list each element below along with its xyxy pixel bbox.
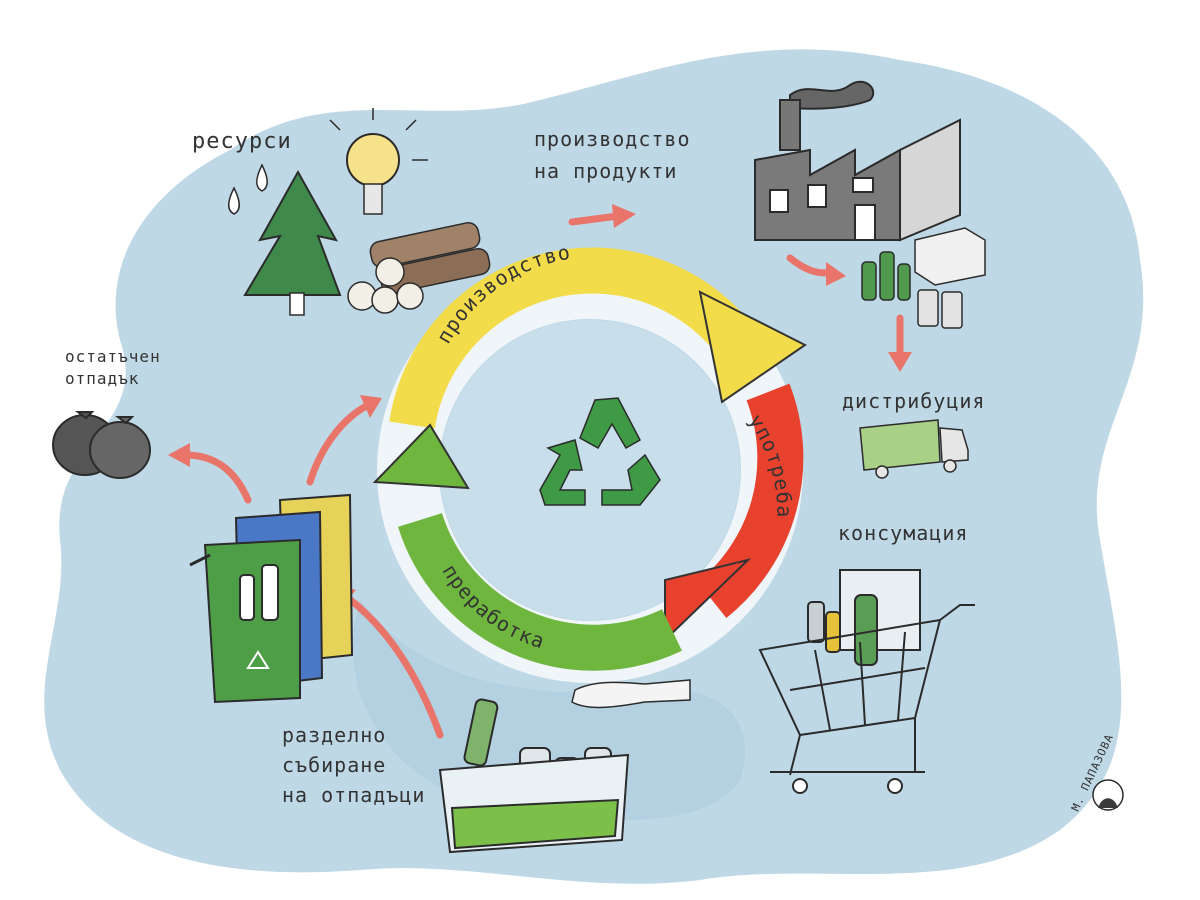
recycle-symbol-small-icon — [246, 650, 270, 669]
water-drop-icon — [228, 186, 240, 215]
garbage-bags-icon — [52, 411, 151, 479]
label-waste-line-1: остатъчен — [65, 347, 161, 366]
light-bulb-icon — [329, 108, 428, 215]
water-drop-icon — [256, 163, 268, 192]
separate-collection-label: разделно събиране на отпадъци — [282, 723, 425, 807]
flow-arrowhead — [612, 204, 636, 228]
shopping-cart-icon — [758, 569, 975, 794]
red-use-arrow — [664, 383, 804, 643]
label-consumption: консумация — [838, 521, 968, 545]
label-collection-line-1: разделно — [282, 723, 386, 747]
flow-arrowhead — [888, 352, 912, 372]
hand-icon — [571, 679, 691, 709]
collection-basket-icon — [438, 698, 630, 854]
label-distribution: дистрибуция — [842, 389, 985, 413]
flow-arrow-to-waste — [181, 451, 252, 504]
production-of-products-label: производство на продукти — [534, 127, 691, 183]
label-production-line-1: производство — [534, 127, 691, 151]
green-processing-arrow — [372, 423, 682, 671]
residual-waste-label: остатъчен отпадък — [65, 347, 161, 388]
flow-arrowhead — [826, 262, 846, 286]
label-waste-line-2: отпадък — [65, 369, 139, 388]
products-icon — [861, 227, 986, 329]
background-shade — [352, 600, 746, 820]
logs-icon — [347, 221, 491, 314]
label-collection-line-3: на отпадъци — [282, 783, 425, 807]
label-resources: ресурси — [192, 129, 292, 154]
flow-arrowhead — [360, 395, 382, 418]
flow-arrow-to-bins — [344, 594, 444, 739]
flow-arrow-to-factory — [568, 212, 622, 226]
recycle-icon — [539, 397, 661, 506]
factory-icon — [754, 80, 961, 242]
label-collection-line-2: събиране — [282, 753, 386, 777]
yellow-production-arrow — [389, 247, 807, 429]
label-production-line-2: на продукти — [534, 159, 677, 183]
truck-icon — [859, 419, 969, 479]
flow-arrowhead — [168, 443, 190, 467]
resources-illustration — [228, 108, 491, 316]
flow-arrow-to-cycle — [306, 401, 372, 486]
sorting-bins-icon — [189, 493, 354, 704]
